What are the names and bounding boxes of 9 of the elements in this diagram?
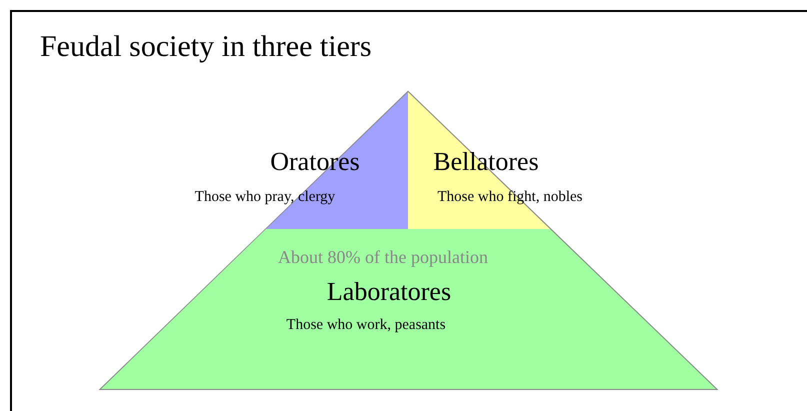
population-note: About 80% of the population [278,248,488,268]
tier-name: Bellatores [433,148,539,177]
tier-description: Those who pray, clergy [194,189,336,206]
tier-name: Laboratores [326,278,452,307]
diagram-title: Feudal society in three tiers [40,30,372,64]
tier-name: Oratores [270,148,360,177]
tier-description: Those who fight, nobles [438,189,582,206]
pyramid-tier [100,229,718,391]
tier-description: Those who work, peasants [286,317,446,334]
